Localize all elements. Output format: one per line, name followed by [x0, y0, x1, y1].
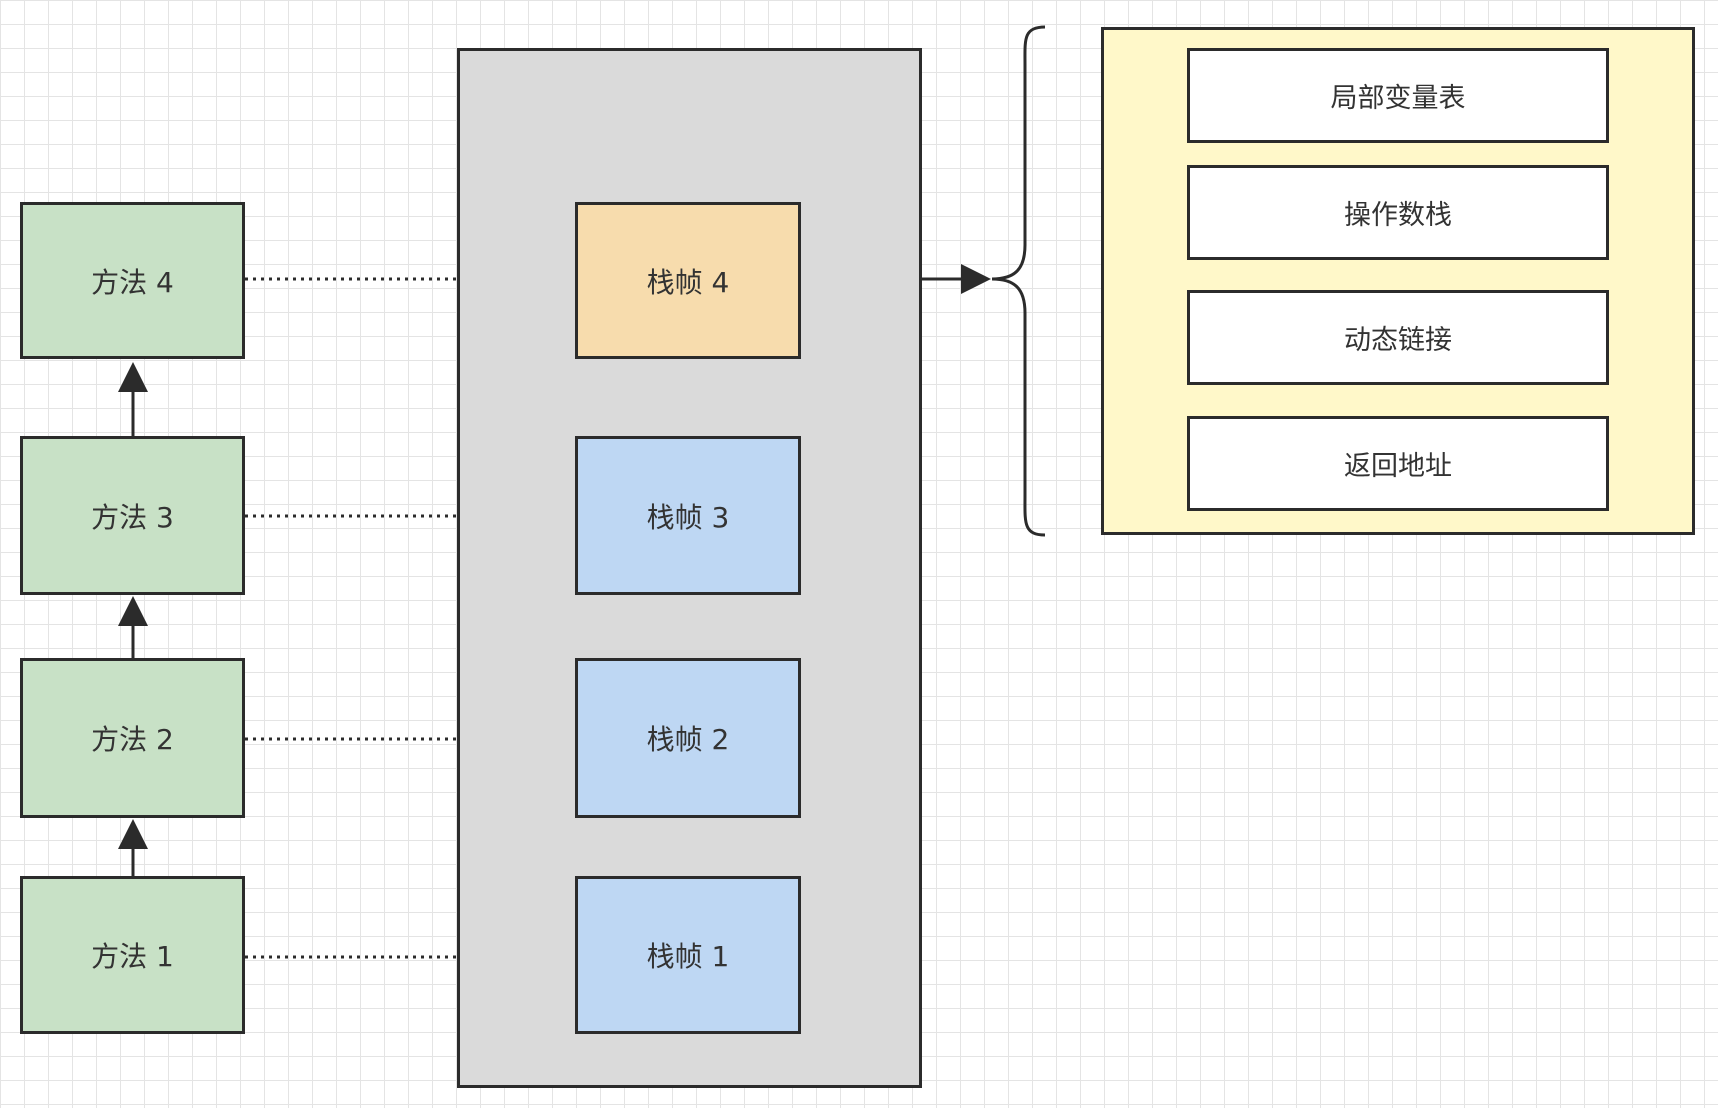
method-label-4: 方法 4: [91, 265, 174, 299]
curly-brace: [991, 25, 1046, 537]
method-label-2: 方法 2: [91, 723, 174, 756]
detail-label-4: 返回地址: [1344, 451, 1452, 482]
method-label-1: 方法 1: [91, 940, 174, 973]
local-variable-table-box: 局部变量表: [1187, 48, 1609, 143]
method-box-3: 方法 3: [20, 436, 245, 595]
frame-label-3: 栈帧 3: [646, 500, 730, 534]
operand-stack-box: 操作数栈: [1187, 165, 1609, 260]
detail-label-2: 操作数栈: [1344, 200, 1452, 231]
stack-frame-1: 栈帧 1: [575, 876, 801, 1034]
method-label-3: 方法 3: [91, 500, 174, 534]
frame-label-2: 栈帧 2: [646, 723, 730, 756]
stack-frame-2: 栈帧 2: [575, 658, 801, 818]
frame-label-1: 栈帧 1: [646, 940, 730, 973]
dynamic-linking-box: 动态链接: [1187, 290, 1609, 385]
stack-frame-3: 栈帧 3: [575, 436, 801, 595]
stack-frame-4: 栈帧 4: [575, 202, 801, 359]
detail-label-1: 局部变量表: [1330, 83, 1466, 114]
frame-label-4: 栈帧 4: [646, 265, 730, 299]
detail-label-3: 动态链接: [1344, 325, 1452, 356]
method-box-2: 方法 2: [20, 658, 245, 818]
method-box-4: 方法 4: [20, 202, 245, 359]
method-box-1: 方法 1: [20, 876, 245, 1034]
return-address-box: 返回地址: [1187, 416, 1609, 511]
